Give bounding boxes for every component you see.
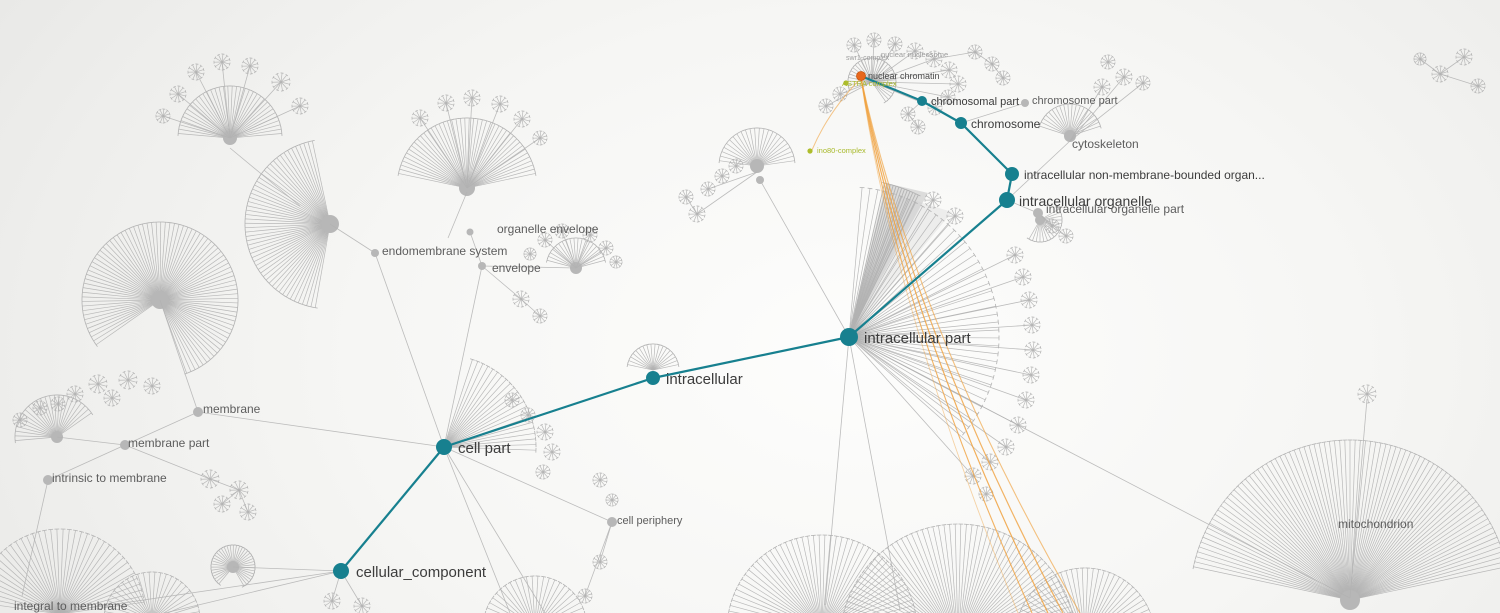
node-intracellular[interactable] [646,371,660,385]
label-membrane-part[interactable]: membrane part [128,436,210,450]
special-nodes[interactable] [807,71,866,154]
node-chromosome[interactable] [955,117,967,129]
node-intracellular-part[interactable] [840,328,858,346]
label-mitochondrion[interactable]: mitochondrion [1338,517,1413,531]
label-cell-periphery[interactable]: cell periphery [617,515,683,527]
label-cellular-component[interactable]: cellular_component [356,564,487,581]
label-ino80-complex[interactable]: ino80-complex [817,146,866,155]
node-cellular-component[interactable] [333,563,349,579]
label-intracellular-part[interactable]: intracellular part [864,330,972,347]
label-endomembrane-system[interactable]: endomembrane system [382,244,507,258]
label-nuclear-chromatin[interactable]: nuclear chromatin [868,71,940,81]
label-organelle-envelope[interactable]: organelle envelope [497,222,599,236]
orange-edge-bundle [811,77,1081,613]
label-cytoskeleton[interactable]: cytoskeleton [1072,137,1139,151]
label-astra-complex[interactable]: ASTRA complex [842,79,897,88]
label-chromosome[interactable]: chromosome [971,117,1041,131]
label-membrane[interactable]: membrane [203,402,261,416]
label-swr1-complex[interactable]: swr1-complex [846,55,890,62]
label-cell-part[interactable]: cell part [458,440,511,457]
node-chromosomal-part[interactable] [917,96,927,106]
node-ino80-complex[interactable] [807,148,813,154]
label-intracellular-organelle-part[interactable]: intracellular organelle part [1046,202,1185,216]
graph-nodes[interactable] [333,96,1019,579]
highlight-path-edges [340,74,1014,572]
label-intracellular-non-membrane-bounded-organ[interactable]: intracellular non-membrane-bounded organ… [1024,168,1265,182]
node-cell-part[interactable] [436,439,452,455]
label-chromosome-part[interactable]: chromosome part [1032,95,1118,107]
label-envelope[interactable]: envelope [492,261,541,275]
node-intracellular-non-membrane-bounded-organ[interactable] [1005,167,1019,181]
label-intrinsic-to-membrane[interactable]: intrinsic to membrane [52,471,167,485]
density-wedges [849,183,952,337]
label-intracellular[interactable]: intracellular [666,371,743,388]
gray-edges [21,39,1479,613]
node-intracellular-organelle[interactable] [999,192,1015,208]
label-intracellular-organelle[interactable]: intracellular organelle [1019,193,1152,209]
node-nuclear-chromatin[interactable] [856,71,866,81]
label-nuclear-nucleosome[interactable]: nuclear nucleosome [881,50,948,59]
label-chromosomal-part[interactable]: chromosomal part [931,96,1019,108]
gray-hub-nodes [43,99,1043,527]
label-integral-to-membrane[interactable]: integral to membrane [14,599,128,613]
node-astra-complex[interactable] [843,80,849,86]
node-labels: cellular_component cell part intracellular… [14,50,1413,613]
leaf-fans [0,57,1500,613]
